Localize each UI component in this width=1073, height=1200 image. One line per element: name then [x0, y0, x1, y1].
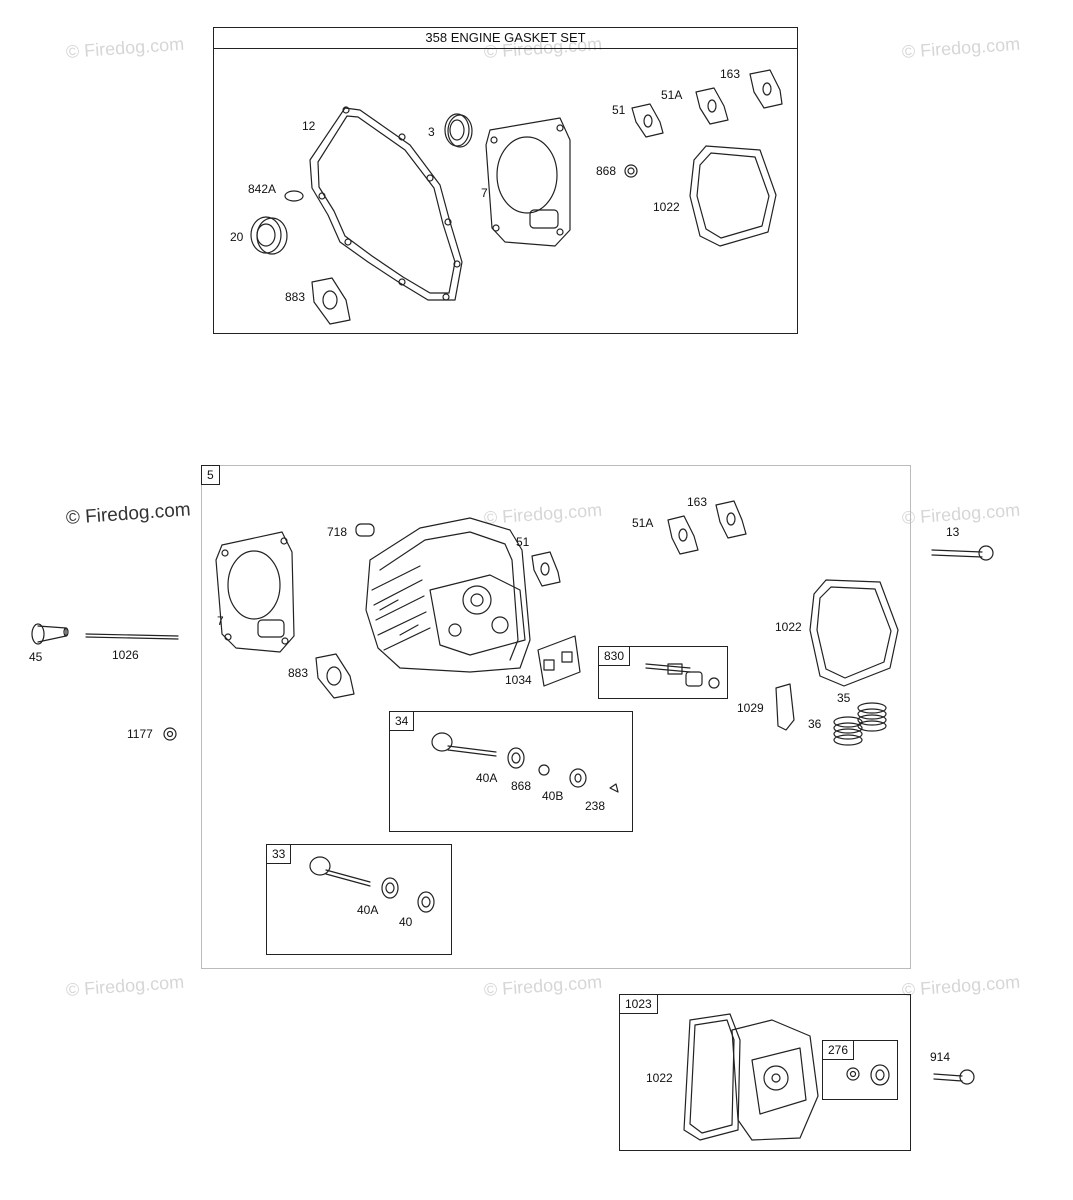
valve-spring-36 [833, 716, 863, 746]
valve-cover-1023 [683, 1013, 819, 1141]
callout-868: 868 [511, 779, 532, 793]
callout-883: 883 [288, 666, 309, 680]
callout-40b: 40B [542, 789, 564, 803]
gasket-163 [749, 69, 783, 109]
callout-51a: 51A [661, 88, 683, 102]
callout-868: 868 [596, 164, 617, 178]
callout-7: 7 [217, 614, 224, 628]
gasket-set-title: 358 ENGINE GASKET SET [214, 28, 797, 49]
oil-seal-20 [250, 216, 288, 255]
rocker-kit-box [598, 646, 728, 699]
gasket-163 [715, 500, 747, 539]
callout-51: 51 [612, 103, 626, 117]
callout-12: 12 [302, 119, 316, 133]
gasket-51 [531, 551, 561, 587]
callout-1022: 1022 [775, 620, 802, 634]
cover-gasket-1022 [689, 145, 777, 247]
valve-kit-34-box [389, 711, 633, 832]
callout-842a: 842A [248, 182, 277, 196]
valve-kit-34-tag: 34 [389, 711, 415, 731]
callout-163: 163 [687, 495, 708, 509]
cover-gasket-1022 [809, 579, 899, 687]
callout-1029: 1029 [737, 701, 764, 715]
cylinder-head [365, 517, 531, 673]
callout-40: 40 [399, 915, 413, 929]
head-gasket-7 [485, 117, 571, 247]
guide-tube-45 [31, 623, 69, 645]
gasket-51a [667, 515, 699, 555]
o-ring-842a [284, 190, 304, 202]
callout-1022: 1022 [646, 1071, 673, 1085]
valve-34 [431, 732, 619, 793]
valve-kit-33-box [266, 844, 452, 955]
plate-1034 [537, 635, 581, 687]
valve-kit-33-tag: 33 [266, 844, 292, 864]
cylinder-head-box [201, 465, 911, 969]
cylinder-head-tag: 5 [201, 465, 220, 485]
callout-718: 718 [327, 525, 348, 539]
callout-7: 7 [481, 186, 488, 200]
cover-kit-box [619, 994, 911, 1151]
head-gasket-7 [215, 531, 295, 653]
gasket-883 [311, 277, 351, 325]
callout-35: 35 [837, 691, 851, 705]
crankcase-gasket-12 [309, 106, 463, 301]
gasket-883 [315, 653, 355, 699]
push-rod-1026 [85, 633, 179, 640]
callout-1022: 1022 [653, 200, 680, 214]
callout-238: 238 [585, 799, 606, 813]
callout-51: 51 [516, 535, 530, 549]
callout-13: 13 [946, 525, 960, 539]
bolt-914 [933, 1069, 975, 1085]
nut-868 [624, 164, 638, 178]
callout-51a: 51A [632, 516, 654, 530]
rocker-stud-830 [645, 663, 720, 689]
callout-3: 3 [428, 125, 435, 139]
callout-36: 36 [808, 717, 822, 731]
callout-40a: 40A [476, 771, 498, 785]
callout-914: 914 [930, 1050, 951, 1064]
cover-kit-tag: 1023 [619, 994, 658, 1014]
nut-1177 [163, 727, 177, 741]
callout-20: 20 [230, 230, 244, 244]
callout-1177: 1177 [127, 727, 153, 741]
oil-seal-3 [444, 113, 473, 148]
callout-45: 45 [29, 650, 43, 664]
gasket-set-box: 358 ENGINE GASKET SET [213, 27, 798, 334]
callout-163: 163 [720, 67, 741, 81]
rocker-kit-tag: 830 [598, 646, 631, 666]
valve-33 [309, 856, 435, 913]
cover-sub-kit-box [822, 1040, 898, 1100]
cover-sub-kit-tag: 276 [822, 1040, 855, 1060]
dowel-pin-718 [355, 523, 375, 537]
callout-1026: 1026 [112, 648, 139, 662]
bolt-13 [931, 545, 994, 561]
callout-1034: 1034 [505, 673, 532, 687]
callout-40a: 40A [357, 903, 379, 917]
callout-883: 883 [285, 290, 306, 304]
gasket-51 [631, 103, 664, 138]
cover-grommet-276 [846, 1064, 890, 1086]
rocker-arm-1029 [775, 683, 795, 731]
gasket-51a [695, 87, 729, 125]
